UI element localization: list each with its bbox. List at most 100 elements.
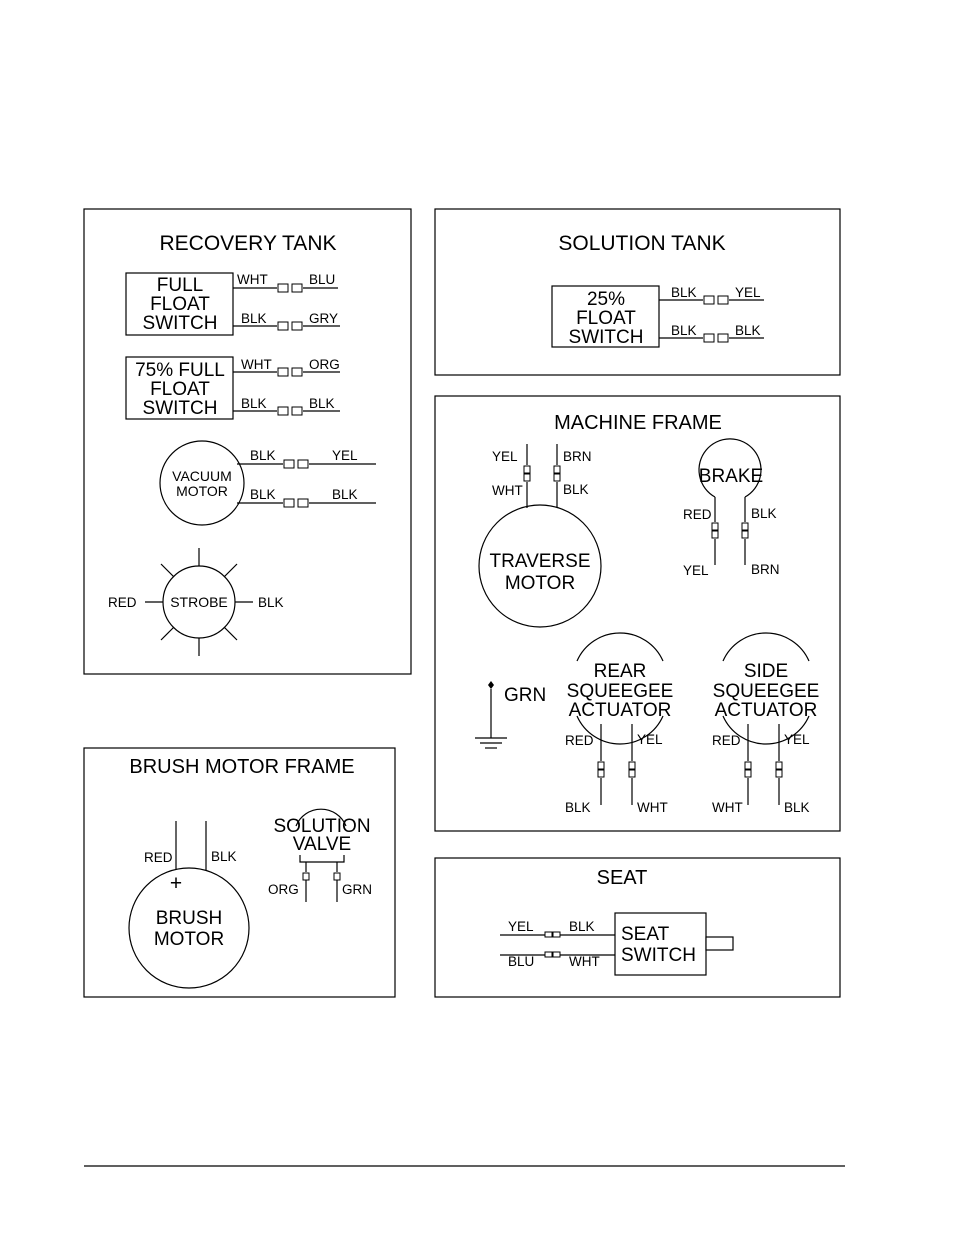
wire-label: YEL xyxy=(332,448,358,463)
wire-label: BLK xyxy=(250,487,276,502)
machine-frame-panel: MACHINE FRAME TRAVERSE MOTOR YEL BRN WHT… xyxy=(434,395,841,832)
side-line3: ACTUATOR xyxy=(715,700,818,721)
connector-icon xyxy=(741,522,749,531)
connector-icon xyxy=(523,465,531,474)
wire-label: YEL xyxy=(735,285,761,300)
wire-label: BLK xyxy=(241,396,267,411)
connector-icon xyxy=(775,761,783,770)
strobe-ray xyxy=(223,626,238,641)
full-float-line1: FULL xyxy=(157,275,203,296)
wire-label: YEL xyxy=(683,563,709,578)
wire-label: BLK xyxy=(671,285,697,300)
seat-panel: SEAT SEAT SWITCH YEL BLK BLU WHT xyxy=(434,857,841,998)
connector-icon xyxy=(717,333,729,343)
rear-squeegee-actuator: REAR SQUEEGEE ACTUATOR RED YEL BLK WHT xyxy=(565,632,673,815)
machine-frame-title: MACHINE FRAME xyxy=(554,412,722,434)
wire-label: BLK xyxy=(751,506,777,521)
connector-icon xyxy=(291,367,303,377)
machine-frame-frame xyxy=(434,395,841,832)
valve-line2: VALVE xyxy=(293,834,351,855)
seat-line2: SWITCH xyxy=(621,945,696,966)
wire-label: WHT xyxy=(492,483,523,498)
ground: GRN xyxy=(475,681,546,749)
connector-icon xyxy=(744,761,752,770)
wire-label: ORG xyxy=(309,357,340,372)
connector-icon xyxy=(291,283,303,293)
wire-label: WHT xyxy=(637,800,668,815)
brake-arc xyxy=(698,438,762,498)
wire-label: RED xyxy=(565,733,594,748)
connector-icon xyxy=(553,465,561,474)
vacuum-motor: VACUUM MOTOR BLK YEL BLK BLK xyxy=(159,440,376,526)
solution-tank-panel: SOLUTION TANK 25% FLOAT SWITCH BLK YEL B… xyxy=(434,208,841,376)
brake: BRAKE RED BLK YEL BRN xyxy=(683,438,780,578)
traverse-motor-circle xyxy=(478,504,602,628)
seat-switch-plunger xyxy=(705,936,734,951)
wire-label: GRN xyxy=(342,882,372,897)
connector-icon xyxy=(552,951,561,958)
brake-label: BRAKE xyxy=(699,466,763,487)
ground-terminal-icon xyxy=(488,681,494,689)
seat-frame xyxy=(434,857,841,998)
brush-motor: + BRUSH MOTOR RED BLK xyxy=(128,821,250,989)
connector-icon xyxy=(277,321,289,331)
wire-label: RED xyxy=(144,850,173,865)
connector-icon xyxy=(553,473,561,482)
wire-label: YEL xyxy=(492,449,518,464)
full-float-switch-box xyxy=(125,272,234,336)
connector-icon xyxy=(291,406,303,416)
brush-line2: MOTOR xyxy=(154,929,224,950)
brush-frame-title: BRUSH MOTOR FRAME xyxy=(129,756,354,778)
side-line1: SIDE xyxy=(744,661,788,682)
float-switch-75: 75% FULL FLOAT SWITCH WHT ORG BLK BLK xyxy=(125,356,340,420)
ground-label: GRN xyxy=(504,685,546,706)
plus-icon: + xyxy=(170,872,182,895)
wire-label: YEL xyxy=(637,732,663,747)
connector-icon xyxy=(302,872,310,881)
vacuum-motor-circle xyxy=(159,440,245,526)
connector-icon xyxy=(703,333,715,343)
float-switch-75-box xyxy=(125,356,234,420)
connector-icon xyxy=(297,498,309,508)
valve-line1: SOLUTION xyxy=(273,816,370,837)
connector-icon xyxy=(297,459,309,469)
wire-label: RED xyxy=(683,507,712,522)
connector-icon xyxy=(544,931,553,938)
strobe-ray xyxy=(160,626,175,641)
connector-icon xyxy=(544,951,553,958)
full-float-line3: SWITCH xyxy=(143,313,218,334)
float-switch-25-box xyxy=(551,285,660,348)
float25-line2: FLOAT xyxy=(576,308,636,329)
strobe-ray xyxy=(223,563,238,578)
rear-actuator-arc xyxy=(576,715,664,745)
wire-label: BLK xyxy=(211,849,237,864)
connector-icon xyxy=(523,473,531,482)
connector-icon xyxy=(711,522,719,531)
seat-line1: SEAT xyxy=(621,924,670,945)
wire-label: BRN xyxy=(751,562,780,577)
wire-label: WHT xyxy=(569,954,600,969)
connector-icon xyxy=(277,367,289,377)
float75-line3: SWITCH xyxy=(143,398,218,419)
connector-icon xyxy=(277,406,289,416)
wire-label: YEL xyxy=(784,732,810,747)
brush-line1: BRUSH xyxy=(156,908,223,929)
recovery-tank-title: RECOVERY TANK xyxy=(159,232,336,255)
wire-label: BLK xyxy=(258,595,284,610)
wire-label: BLK xyxy=(671,323,697,338)
recovery-tank-panel: RECOVERY TANK FULL FLOAT SWITCH WHT BLU … xyxy=(83,208,412,675)
strobe-ray xyxy=(160,563,175,578)
connector-icon xyxy=(717,295,729,305)
seat-switch: SEAT SWITCH YEL BLK BLU WHT xyxy=(500,912,734,976)
solution-tank-frame xyxy=(434,208,841,376)
vacuum-line2: MOTOR xyxy=(176,483,228,499)
rear-line3: ACTUATOR xyxy=(569,700,672,721)
wire-label: BLU xyxy=(309,272,335,287)
wire-label: BLK xyxy=(784,800,810,815)
strobe: STROBE RED BLK xyxy=(108,548,284,656)
solution-valve: SOLUTION VALVE ORG GRN xyxy=(268,808,372,902)
connector-icon xyxy=(703,295,715,305)
wire-label: BLK xyxy=(565,800,591,815)
connector-icon xyxy=(277,283,289,293)
